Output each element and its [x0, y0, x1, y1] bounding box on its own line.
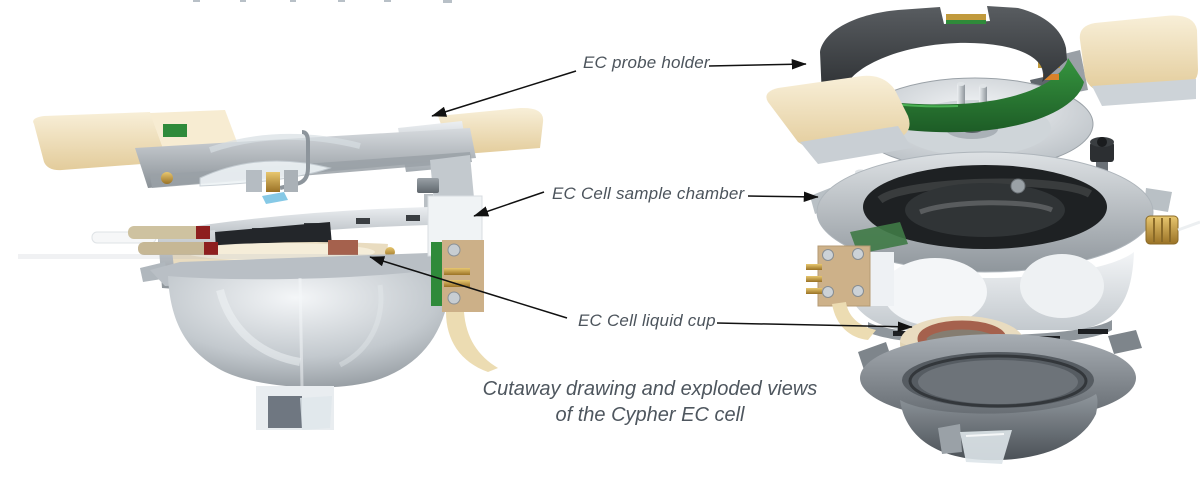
chamber-bowl-cutaway	[140, 252, 472, 430]
hex-socket	[1097, 137, 1107, 147]
cropped-text-fragment	[290, 0, 296, 2]
arrow-liquid-cup-left	[369, 256, 568, 319]
plug-ridges	[1153, 218, 1171, 242]
board-screw	[447, 291, 461, 305]
thumbscrew-head	[417, 178, 439, 193]
bowl-body	[168, 268, 452, 388]
clear-funnel	[199, 160, 332, 187]
puck-tab	[1108, 330, 1142, 354]
dark-top-plate	[820, 6, 1067, 98]
glass-gloss	[877, 178, 1093, 204]
prism-highlight	[965, 433, 1005, 437]
flex-cable	[446, 312, 498, 372]
handle-left-base	[800, 126, 912, 164]
ring-slot	[356, 218, 370, 224]
caption-line-1: Cutaway drawing and exploded views	[482, 378, 818, 400]
pin-top	[979, 84, 987, 88]
puck-prism	[960, 430, 1012, 464]
pcb-green-strip	[431, 242, 442, 306]
puck-groove	[908, 354, 1088, 408]
body-window	[883, 258, 987, 326]
block-screw	[852, 248, 864, 260]
rim-slot	[1078, 329, 1108, 334]
handle-right	[1079, 15, 1198, 93]
tan-tube-upper	[128, 226, 206, 239]
brass-nub	[161, 172, 173, 184]
arrow-probe-holder-left	[431, 70, 577, 117]
board-screw	[447, 243, 461, 257]
white-support-block	[868, 252, 894, 306]
tan-tube-lower	[138, 242, 214, 255]
center-clamp-part	[284, 170, 298, 192]
annotation-arrows	[369, 59, 913, 332]
arrow-sample-chamber-left	[473, 191, 545, 217]
probe-holder-green-chip	[163, 124, 187, 137]
cropped-text-fragment	[193, 0, 200, 2]
cropped-text-fragment	[443, 0, 452, 3]
cutaway-view	[18, 107, 544, 430]
blue-chip	[262, 192, 288, 204]
fluid-tube-bent	[279, 130, 310, 190]
arrow-liquid-cup-right	[716, 321, 913, 332]
ring-slot	[406, 215, 420, 221]
brass-pin	[806, 288, 822, 294]
flex-cable	[832, 302, 876, 340]
handle-right-base	[1092, 79, 1196, 106]
bowl-highlight	[216, 288, 301, 366]
glass-inner-hole	[905, 183, 1065, 237]
brass-pin	[806, 264, 822, 270]
puck-inner	[918, 360, 1078, 404]
caption-line-2: of the Cypher EC cell	[555, 403, 745, 426]
cropped-text-fragments	[193, 0, 452, 3]
glass-inner-gloss	[919, 200, 1054, 215]
arrow-probe-holder-right	[708, 59, 807, 70]
notch-gold-strip	[946, 14, 986, 20]
socket-screw-head	[1090, 142, 1114, 162]
bowl-highlight	[338, 284, 384, 368]
pin-top	[957, 82, 965, 86]
center-brass-part	[266, 172, 280, 192]
glass-dome-arc	[209, 133, 361, 153]
block-screw	[822, 286, 834, 298]
probe-holder-exploded	[766, 6, 1198, 171]
notch-green-edge	[946, 20, 986, 24]
connector-board-cutaway	[427, 195, 498, 372]
label-ec-probe-holder: EC probe holder	[583, 53, 710, 72]
white-wire	[1177, 220, 1200, 232]
label-ec-cell-sample-chamber: EC Cell sample chamber	[552, 184, 745, 203]
figure-caption: Cutaway drawing and exploded views of th…	[440, 377, 860, 428]
tube-red-cap	[196, 226, 210, 239]
brass-pin	[806, 276, 822, 282]
foot-prism	[300, 396, 332, 430]
cropped-text-fragment	[384, 0, 391, 2]
prism-mount	[938, 424, 962, 454]
scanner-puck-exploded	[858, 330, 1142, 464]
electrode-copper	[328, 240, 358, 255]
brass-pin	[444, 268, 470, 275]
tube-red-cap	[204, 242, 218, 255]
exploded-view	[766, 6, 1200, 464]
orange-pad	[1043, 74, 1059, 80]
arm-to-chamber	[430, 155, 474, 203]
label-ec-cell-liquid-cup: EC Cell liquid cup	[578, 311, 716, 330]
block-screw	[822, 249, 834, 261]
cropped-text-fragment	[338, 0, 345, 2]
probe-holder-cutaway	[33, 107, 544, 204]
probe-holder-handle-left	[33, 112, 168, 171]
foot-window	[268, 396, 302, 428]
center-clamp-part	[246, 170, 262, 192]
table-reflection	[18, 254, 388, 259]
sample-chamber-exploded	[806, 137, 1200, 346]
liquid-cup-inner	[185, 243, 375, 261]
block-screw	[852, 285, 864, 297]
arrow-sample-chamber-right	[747, 191, 819, 203]
body-window	[1020, 254, 1104, 318]
glass-screw	[1010, 178, 1026, 194]
bowl-seam	[298, 277, 304, 389]
cropped-text-fragment	[240, 0, 246, 2]
